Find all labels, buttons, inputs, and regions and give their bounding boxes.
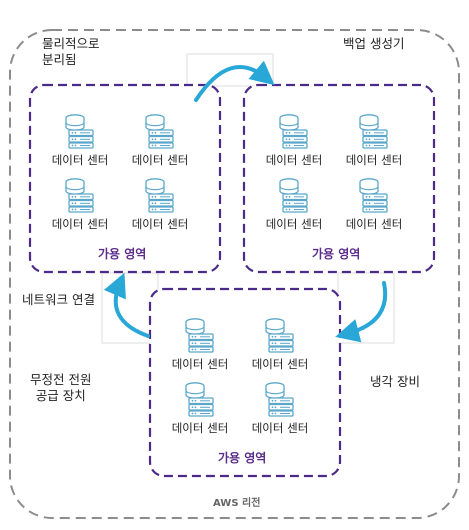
data-center: 데이터 센터 <box>328 113 420 168</box>
curved-arrow-icon <box>194 60 275 102</box>
availability-zone-label: 가용 영역 <box>98 247 147 261</box>
availability-zone-label: 가용 영역 <box>218 451 267 465</box>
network-connection-label: 네트워크 연결 <box>22 292 95 307</box>
data-center: 데이터 센터 <box>248 113 340 168</box>
data-center-label: 데이터 센터 <box>265 217 323 231</box>
cooling-label: 냉각 장비 <box>370 374 420 389</box>
data-center: 데이터 센터 <box>114 177 206 232</box>
server-rack-icon <box>145 178 174 213</box>
physically-separated-line2: 분리됨 <box>42 52 77 67</box>
data-center: 데이터 센터 <box>248 177 340 232</box>
data-center-label: 데이터 센터 <box>251 357 309 371</box>
server-rack-icon <box>65 178 94 213</box>
data-center: 데이터 센터 <box>234 381 326 436</box>
data-center-label: 데이터 센터 <box>345 153 403 167</box>
server-rack-icon <box>279 114 308 149</box>
data-center: 데이터 센터 <box>328 177 420 232</box>
server-rack-icon <box>265 382 294 417</box>
data-center-label: 데이터 센터 <box>251 421 309 435</box>
backup-generator-label: 백업 생성기 <box>343 36 405 51</box>
data-center-label: 데이터 센터 <box>265 153 323 167</box>
ups-line1: 무정전 전원 <box>30 372 92 387</box>
data-center: 데이터 센터 <box>34 177 126 232</box>
server-rack-icon <box>185 382 214 417</box>
server-rack-icon <box>359 178 388 213</box>
data-center: 데이터 센터 <box>34 113 126 168</box>
data-center: 데이터 센터 <box>154 317 246 372</box>
physically-separated-line1: 물리적으로 <box>42 36 100 51</box>
data-center-label: 데이터 센터 <box>345 217 403 231</box>
ups-label: 무정전 전원 공급 장치 <box>30 372 91 404</box>
server-rack-icon <box>279 178 308 213</box>
data-center-label: 데이터 센터 <box>51 217 109 231</box>
region-boundary <box>9 29 460 519</box>
server-rack-icon <box>65 114 94 149</box>
region-label: AWS 리전 <box>213 498 261 509</box>
data-center: 데이터 센터 <box>234 317 326 372</box>
server-rack-icon <box>185 318 214 353</box>
data-center-label: 데이터 센터 <box>131 217 189 231</box>
data-center-label: 데이터 센터 <box>171 357 229 371</box>
curved-arrow-icon <box>103 272 150 338</box>
server-rack-icon <box>265 318 294 353</box>
data-center-label: 데이터 센터 <box>171 421 229 435</box>
physically-separated-label: 물리적으로 분리됨 <box>42 36 100 68</box>
server-rack-icon <box>145 114 174 149</box>
server-rack-icon <box>359 114 388 149</box>
curved-arrow-icon <box>335 281 388 343</box>
ups-line2: 공급 장치 <box>35 388 86 403</box>
data-center-label: 데이터 센터 <box>51 153 109 167</box>
availability-zone-label: 가용 영역 <box>312 247 361 261</box>
data-center-label: 데이터 센터 <box>131 153 189 167</box>
data-center: 데이터 센터 <box>114 113 206 168</box>
data-center: 데이터 센터 <box>154 381 246 436</box>
